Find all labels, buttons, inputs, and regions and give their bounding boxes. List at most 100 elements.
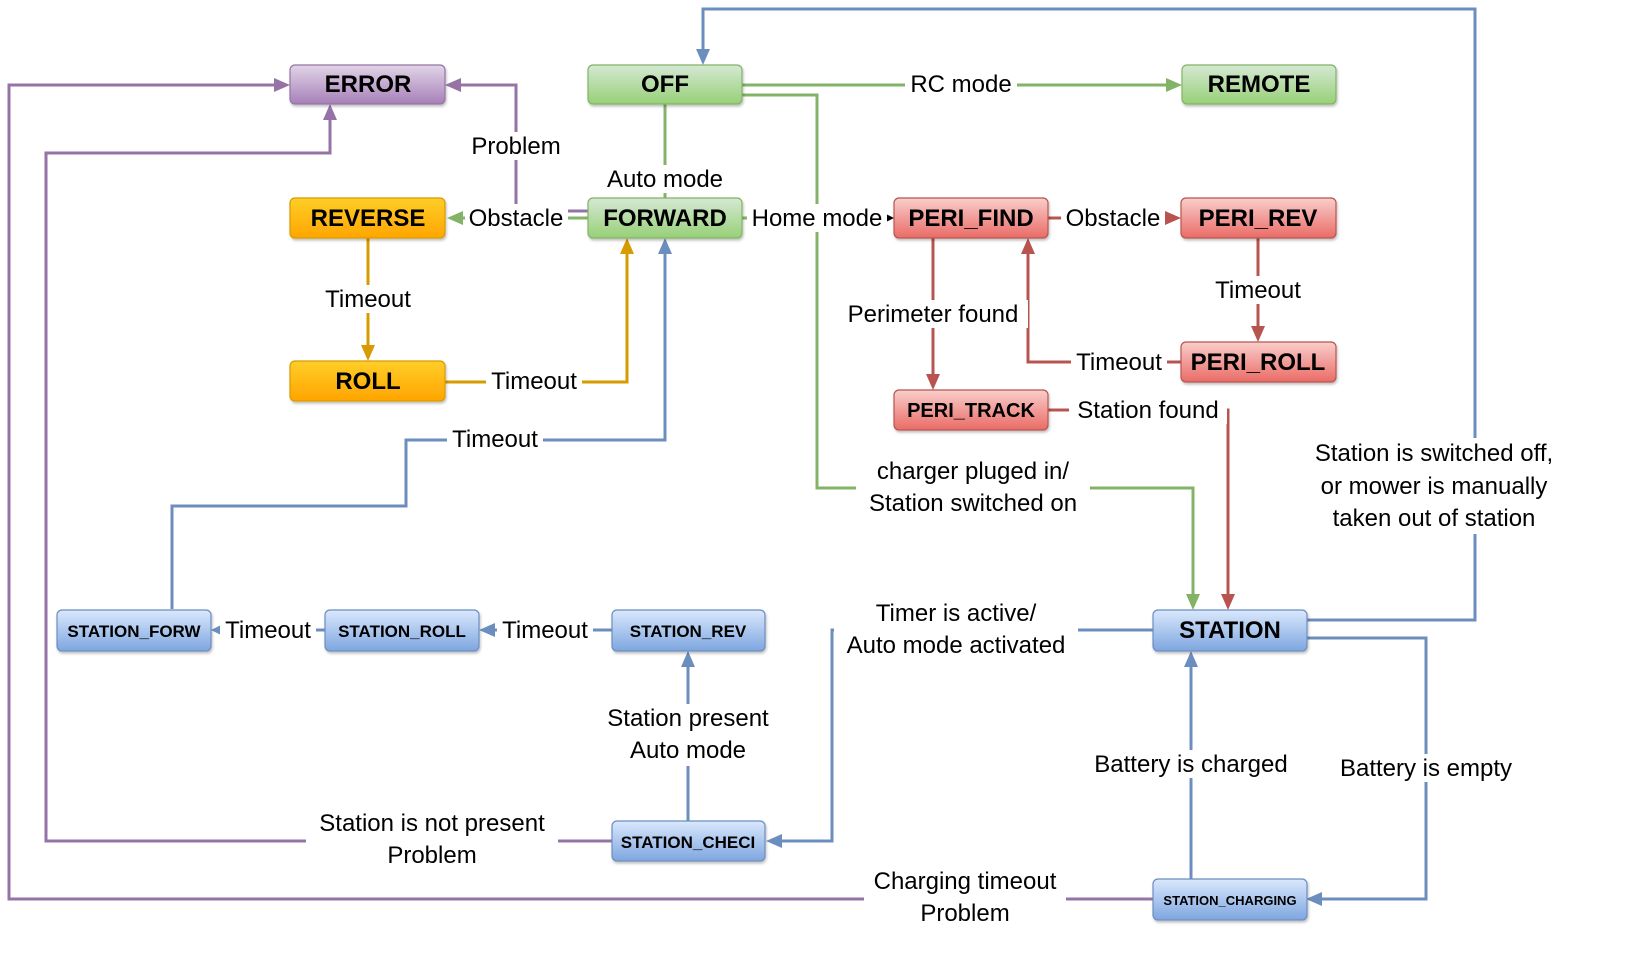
state-peri-find-label: PERI_FIND	[908, 205, 1033, 232]
state-station-roll-label: STATION_ROLL	[338, 622, 466, 641]
state-station-charging[interactable]: STATION_CHARGING	[1152, 878, 1308, 921]
label-not-present-line2: Problem	[387, 842, 476, 869]
state-forward-label: FORWARD	[603, 205, 727, 232]
label-switched-off: Station is switched off, or mower is man…	[1300, 438, 1568, 534]
state-station-forw[interactable]: STATION_FORW	[56, 609, 212, 652]
state-peri-rev[interactable]: PERI_REV	[1180, 197, 1337, 239]
label-battery-charged: Battery is charged	[1082, 750, 1300, 778]
label-auto-mode: Auto mode	[598, 165, 732, 193]
state-station-label: STATION	[1179, 617, 1281, 644]
label-station-present-line2: Auto mode	[630, 737, 746, 764]
label-timer-active: Timer is active/ Auto mode activated	[834, 599, 1078, 661]
label-home-mode: Home mode	[747, 204, 887, 232]
arrowhead	[1186, 594, 1200, 610]
state-station[interactable]: STATION	[1152, 609, 1308, 652]
state-station-check-label: STATION_CHECI	[621, 833, 755, 852]
edge-station-check	[770, 628, 1153, 843]
state-station-check[interactable]: STATION_CHECI	[611, 820, 766, 862]
arrowhead	[1166, 78, 1182, 92]
label-not-present-line1: Station is not present	[319, 810, 545, 837]
label-station-present: Station present Auto mode	[596, 704, 780, 766]
label-timeout-peri-roll-find: Timeout	[1071, 348, 1167, 376]
label-problem-forward-error: Problem	[466, 132, 566, 160]
arrowhead	[926, 374, 940, 390]
label-obstacle-peri: Obstacle	[1061, 204, 1165, 232]
label-obstacle-text: Obstacle	[469, 205, 564, 232]
label-timeout-rev-roll: Timeout	[497, 616, 593, 644]
label-obstacle-peri-text: Obstacle	[1066, 205, 1161, 232]
label-timeout-text: Timeout	[502, 617, 588, 644]
arrowhead	[681, 651, 695, 667]
label-perimeter-found: Perimeter found	[838, 300, 1028, 328]
state-forward[interactable]: FORWARD	[587, 197, 743, 239]
label-charging-timeout-line1: Charging timeout	[874, 868, 1057, 895]
arrowhead	[1221, 594, 1235, 610]
state-remote[interactable]: REMOTE	[1181, 64, 1337, 105]
arrowhead	[1251, 326, 1265, 342]
label-charger-plugged: charger pluged in/ Station switched on	[856, 457, 1090, 519]
state-off[interactable]: OFF	[587, 64, 743, 105]
label-timeout-text: Timeout	[1215, 277, 1301, 304]
arrowhead	[1184, 651, 1198, 667]
edge-station-off	[701, 7, 1477, 622]
label-obstacle-reverse: Obstacle	[465, 204, 568, 232]
label-rc-mode: RC mode	[905, 70, 1017, 98]
state-peri-roll[interactable]: PERI_ROLL	[1180, 341, 1337, 383]
label-station-found: Station found	[1069, 396, 1227, 424]
label-switched-off-line3: taken out of station	[1333, 505, 1536, 532]
label-timer-line1: Timer is active/	[876, 600, 1037, 627]
arrowhead	[445, 78, 461, 92]
arrowhead	[447, 211, 463, 225]
state-reverse[interactable]: REVERSE	[289, 197, 446, 239]
state-roll-label: ROLL	[335, 368, 400, 395]
label-charger-line2: Station switched on	[869, 490, 1077, 517]
arrowhead	[766, 834, 782, 848]
state-peri-roll-label: PERI_ROLL	[1191, 349, 1326, 376]
edge-roll-forward	[445, 242, 629, 384]
label-charging-timeout-line2: Problem	[920, 900, 1009, 927]
edge-check-error	[44, 108, 612, 843]
label-not-present: Station is not present Problem	[306, 809, 558, 871]
state-station-charging-label: STATION_CHARGING	[1163, 893, 1296, 908]
state-roll[interactable]: ROLL	[289, 360, 446, 402]
state-remote-label: REMOTE	[1208, 71, 1311, 98]
state-peri-track[interactable]: PERI_TRACK	[893, 389, 1049, 431]
state-station-rev[interactable]: STATION_REV	[611, 609, 766, 652]
arrowhead	[361, 345, 375, 361]
label-timeout-text: Timeout	[452, 426, 538, 453]
label-problem-text: Problem	[471, 133, 560, 160]
state-peri-track-label: PERI_TRACK	[907, 400, 1035, 422]
arrowhead	[211, 625, 221, 635]
label-battery-empty-text: Battery is empty	[1340, 755, 1512, 782]
label-perimeter-found-text: Perimeter found	[848, 301, 1019, 328]
state-error[interactable]: ERROR	[289, 64, 446, 105]
label-rc-mode-text: RC mode	[910, 71, 1011, 98]
label-timeout-station-forw-forward: Timeout	[447, 425, 543, 453]
state-peri-rev-label: PERI_REV	[1199, 205, 1318, 232]
label-timeout-text: Timeout	[491, 368, 577, 395]
state-error-label: ERROR	[325, 71, 412, 98]
arrowhead	[1165, 211, 1181, 225]
state-station-forw-label: STATION_FORW	[67, 622, 201, 641]
state-reverse-label: REVERSE	[311, 205, 426, 232]
label-timeout-roll-forward: Timeout	[486, 367, 582, 395]
arrowhead	[696, 49, 710, 65]
state-peri-find[interactable]: PERI_FIND	[893, 197, 1049, 239]
label-battery-charged-text: Battery is charged	[1094, 751, 1287, 778]
label-switched-off-line1: Station is switched off,	[1315, 440, 1553, 467]
state-off-label: OFF	[641, 71, 689, 98]
arrowhead	[1306, 892, 1322, 906]
arrowhead	[620, 238, 634, 254]
label-auto-mode-text: Auto mode	[607, 166, 723, 193]
edge-off-station	[742, 93, 1195, 606]
arrowhead	[658, 238, 672, 254]
label-timeout-text: Timeout	[1076, 349, 1162, 376]
label-timeout-text: Timeout	[225, 617, 311, 644]
arrowheads	[211, 49, 1322, 906]
state-station-roll[interactable]: STATION_ROLL	[324, 609, 480, 652]
label-timeout-reverse-roll: Timeout	[320, 285, 416, 313]
state-station-rev-label: STATION_REV	[630, 622, 747, 641]
label-switched-off-line2: or mower is manually	[1321, 473, 1548, 500]
arrowhead	[886, 214, 894, 222]
